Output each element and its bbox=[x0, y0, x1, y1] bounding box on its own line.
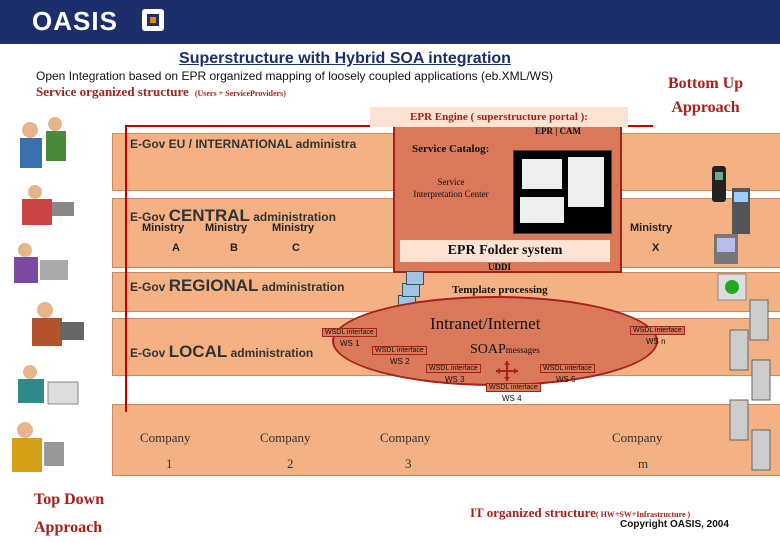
header-bar bbox=[0, 0, 780, 44]
ministry-label: Ministry bbox=[272, 222, 315, 234]
template-processing-label: Template processing bbox=[452, 284, 548, 296]
level-eu-label: E-Gov EU / INTERNATIONAL administra bbox=[130, 137, 357, 151]
company-label: Company bbox=[612, 430, 663, 445]
users-illustration bbox=[12, 117, 84, 472]
ws-3-label: WS 3 bbox=[445, 375, 465, 384]
wsdl-interface-2: WSDL interface bbox=[372, 346, 427, 355]
intranet-ellipse bbox=[332, 296, 658, 386]
oasis-logo-icon bbox=[142, 9, 164, 31]
page-subtitle: Open Integration based on EPR organized … bbox=[36, 69, 553, 83]
ws-5-label: WS 5 bbox=[556, 375, 576, 384]
page-title: Superstructure with Hybrid SOA integrati… bbox=[179, 50, 511, 67]
server-icon bbox=[751, 429, 771, 471]
mobile-phone-icon bbox=[712, 166, 726, 202]
person-icon bbox=[14, 243, 68, 283]
kiosk-icon bbox=[732, 188, 750, 234]
wsdl-interface-4: WSDL interface bbox=[486, 383, 541, 392]
oasis-logo: OASIS bbox=[32, 6, 118, 36]
crossing-arrows-icon bbox=[496, 361, 518, 381]
epr-screenshot-image bbox=[513, 150, 612, 234]
ministry-label: Ministry bbox=[142, 222, 185, 234]
server-icon bbox=[751, 359, 771, 401]
company-label: Company bbox=[380, 430, 431, 445]
company-id: m bbox=[638, 456, 649, 471]
document-stack-icon bbox=[406, 271, 424, 285]
company-id: 1 bbox=[166, 456, 173, 471]
company-label: Company bbox=[140, 430, 191, 445]
server-icon bbox=[729, 329, 749, 371]
soap-label: SOAPmessages bbox=[470, 342, 540, 357]
wsdl-interface-3: WSDL interface bbox=[426, 364, 481, 373]
ministry-label: Ministry bbox=[630, 222, 673, 234]
person-icon bbox=[20, 117, 66, 168]
devices-illustration bbox=[712, 166, 771, 471]
ministry-id: C bbox=[292, 242, 300, 254]
ministry-id: B bbox=[230, 242, 238, 254]
company-label: Company bbox=[260, 430, 311, 445]
document-stack-icon bbox=[402, 283, 420, 297]
ws-1-label: WS 1 bbox=[340, 339, 360, 348]
ws-n-label: WS n bbox=[646, 337, 666, 346]
recycle-icon bbox=[717, 273, 747, 301]
pda-icon bbox=[714, 234, 738, 264]
copyright: Copyright OASIS, 2004 bbox=[620, 519, 729, 530]
server-icon bbox=[749, 299, 769, 341]
service-structure-label: Service organized structure(Users + Serv… bbox=[36, 84, 286, 99]
level-local-label: E-Gov LOCAL administration bbox=[130, 342, 314, 361]
level-regional-label: E-Gov REGIONAL administration bbox=[130, 276, 345, 295]
service-catalog-label: Service Catalog: bbox=[412, 143, 490, 155]
epr-folder-system: EPR Folder system bbox=[400, 240, 610, 262]
level-central-label: E-Gov CENTRAL administration bbox=[130, 206, 336, 225]
wsdl-interface-5: WSDL interface bbox=[540, 364, 595, 373]
ministry-id: X bbox=[652, 242, 660, 254]
epr-cam-label: EPR | CAM bbox=[535, 126, 581, 136]
service-interpretation-label: Service Interpretation Center bbox=[413, 177, 489, 199]
person-icon bbox=[32, 302, 84, 346]
ministry-label: Ministry bbox=[205, 222, 248, 234]
person-icon bbox=[12, 422, 64, 472]
ministry-id: A bbox=[172, 242, 180, 254]
ws-4-label: WS 4 bbox=[502, 394, 522, 403]
wsdl-interface-1: WSDL interface bbox=[322, 328, 377, 337]
company-id: 3 bbox=[405, 456, 412, 471]
person-icon bbox=[18, 365, 79, 405]
ws-2-label: WS 2 bbox=[390, 357, 410, 366]
company-id: 2 bbox=[287, 456, 294, 471]
band-companies bbox=[112, 404, 780, 476]
wsdl-interface-n: WSDL interface bbox=[630, 326, 685, 335]
epr-engine-banner: EPR Engine ( superstructure portal ): bbox=[370, 107, 628, 127]
person-icon bbox=[22, 185, 74, 225]
uddi-label: UDDI bbox=[488, 262, 512, 272]
server-icon bbox=[729, 399, 749, 441]
intranet-label: Intranet/Internet bbox=[430, 314, 541, 333]
it-structure-label: IT organized structure( HW+SW+Infrastruc… bbox=[470, 505, 691, 520]
